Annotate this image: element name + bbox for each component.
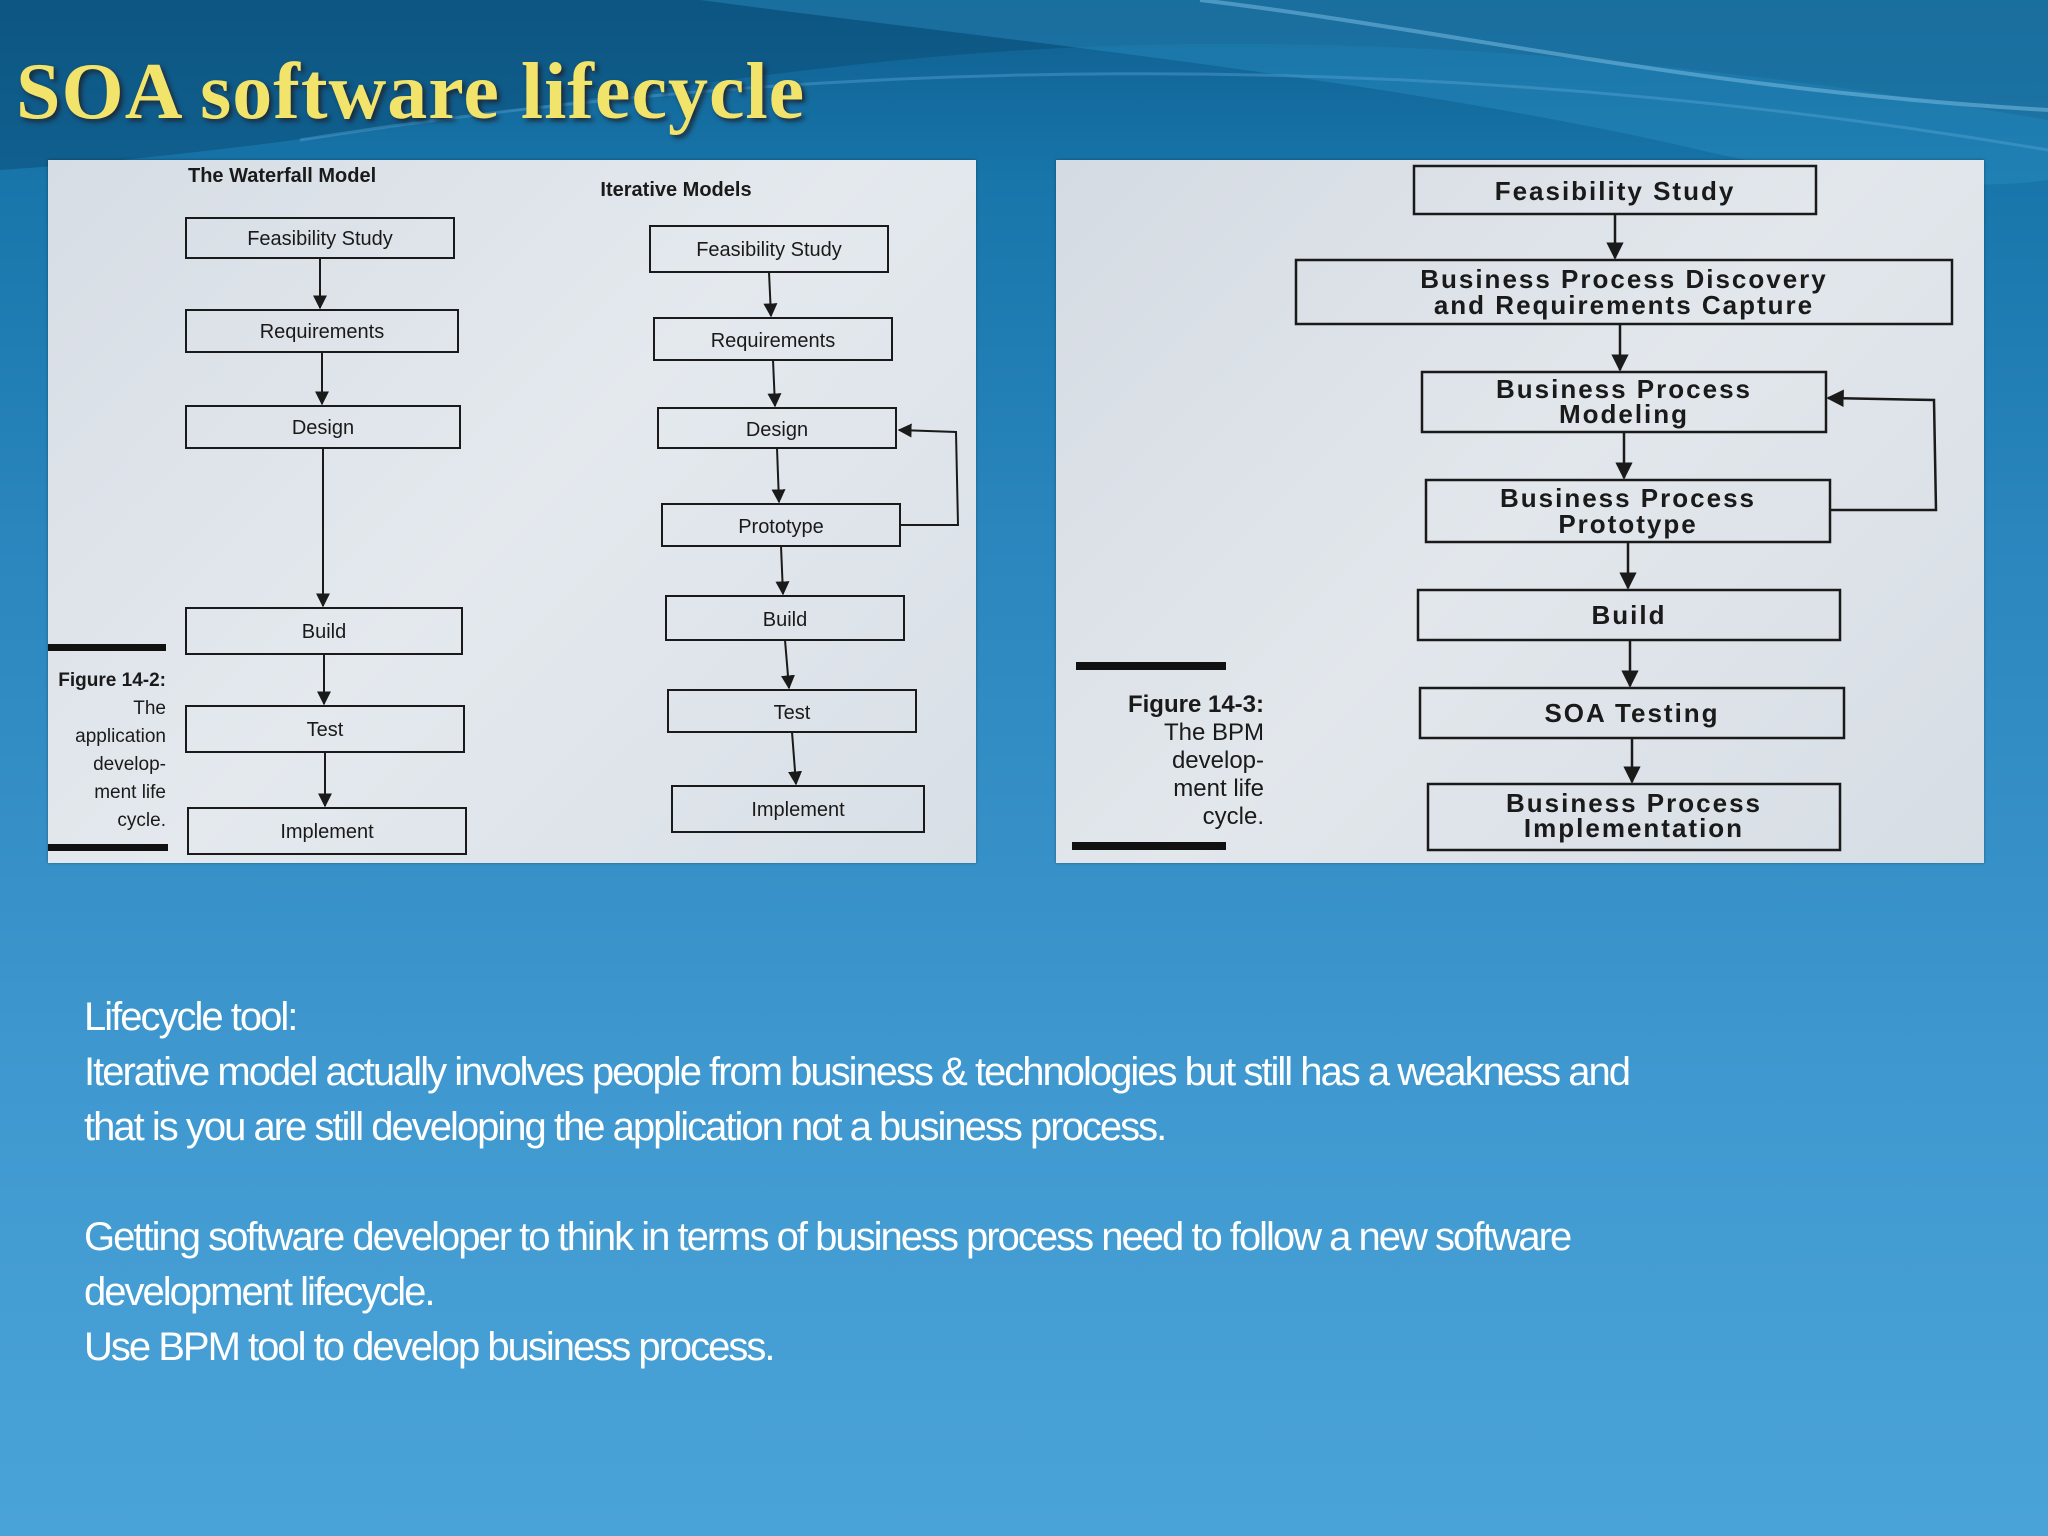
iterative-box-implement xyxy=(671,785,925,833)
iterative-arrow xyxy=(775,545,790,596)
waterfall-step-1: Feasibility Study xyxy=(247,228,393,250)
bpm-step-2-line-1: Business Process Discovery xyxy=(1420,264,1828,294)
background-swoosh xyxy=(0,0,2048,185)
bpm-box-implementation xyxy=(1426,782,1842,852)
paragraph-gap xyxy=(84,1155,1984,1210)
iterative-step-4: Prototype xyxy=(738,516,824,538)
waterfall-step-6: Implement xyxy=(280,821,374,843)
figure-14-2-photo: The Waterfall Model Feasibility Study Re… xyxy=(48,160,976,863)
iterative-step-3: Design xyxy=(746,419,808,441)
waterfall-iterative-diagram: The Waterfall Model Feasibility Study Re… xyxy=(48,165,960,855)
body-line: that is you are still developing the app… xyxy=(84,1105,1167,1149)
bpm-step-7-line-2: Implementation xyxy=(1524,813,1744,843)
caption-line: The BPM xyxy=(1164,719,1264,746)
caption-line: ment life xyxy=(1173,775,1264,802)
iterative-step-7: Implement xyxy=(751,799,845,821)
bpm-step-3-line-2: Modeling xyxy=(1559,399,1689,429)
body-line: Use BPM tool to develop business process… xyxy=(84,1325,776,1369)
body-line: development lifecycle. xyxy=(84,1270,436,1314)
waterfall-step-3: Design xyxy=(292,417,354,439)
bpm-step-7-line-1: Business Process xyxy=(1506,788,1762,818)
caption-rule xyxy=(1072,842,1226,850)
iterative-heading: Iterative Models xyxy=(600,179,751,201)
waterfall-heading: The Waterfall Model xyxy=(188,165,376,187)
body-line: Iterative model actually involves people… xyxy=(84,1050,1631,1094)
bpm-step-3-line-1: Business Process xyxy=(1496,374,1752,404)
bpm-step-2-line-2: and Requirements Capture xyxy=(1434,290,1814,320)
caption-line: cycle. xyxy=(117,810,166,831)
waterfall-step-5: Test xyxy=(307,719,344,741)
bpm-feedback-arrow xyxy=(1826,389,1938,512)
slide-body: Lifecycle tool: Iterative model actually… xyxy=(84,990,1984,1375)
waterfall-step-4: Build xyxy=(302,621,346,643)
slide-title: SOA software lifecycle xyxy=(16,48,806,136)
bpm-lifecycle-diagram: Feasibility Study Business Process Disco… xyxy=(1072,164,1954,852)
caption-figure-14-3: Figure 14-3: xyxy=(1128,691,1264,718)
caption-line: develop- xyxy=(93,754,166,775)
waterfall-box-implement xyxy=(187,807,467,855)
iterative-step-2: Requirements xyxy=(711,330,836,352)
caption-rule xyxy=(48,844,168,851)
caption-line: ment life xyxy=(94,782,166,803)
bpm-box-discovery xyxy=(1294,258,1954,326)
body-line: Getting software developer to think in t… xyxy=(84,1215,1572,1259)
iterative-step-5: Build xyxy=(763,609,807,631)
figure-14-3-photo: Feasibility Study Business Process Disco… xyxy=(1056,160,1984,863)
iterative-arrow xyxy=(767,359,782,408)
iterative-step-6: Test xyxy=(774,702,811,724)
bpm-step-4-line-2: Prototype xyxy=(1558,509,1697,539)
iterative-feedback-arrow xyxy=(897,423,960,526)
caption-line: application xyxy=(75,726,166,747)
bpm-step-6: SOA Testing xyxy=(1544,698,1719,728)
iterative-arrow xyxy=(763,271,778,318)
caption-line: The xyxy=(133,698,166,719)
iterative-arrow xyxy=(788,731,803,786)
iterative-step-1: Feasibility Study xyxy=(696,239,842,261)
waterfall-step-2: Requirements xyxy=(260,321,385,343)
caption-rule xyxy=(48,644,166,651)
bpm-step-1: Feasibility Study xyxy=(1495,176,1736,206)
caption-figure-14-2: Figure 14-2: xyxy=(58,670,166,691)
bpm-step-5: Build xyxy=(1592,600,1667,630)
body-line: Lifecycle tool: xyxy=(84,995,298,1039)
caption-line: develop- xyxy=(1172,747,1264,774)
iterative-arrow xyxy=(771,447,786,504)
caption-line: cycle. xyxy=(1203,803,1264,830)
bpm-step-4-line-1: Business Process xyxy=(1500,483,1756,513)
iterative-arrow xyxy=(780,639,795,690)
caption-rule xyxy=(1076,662,1226,670)
